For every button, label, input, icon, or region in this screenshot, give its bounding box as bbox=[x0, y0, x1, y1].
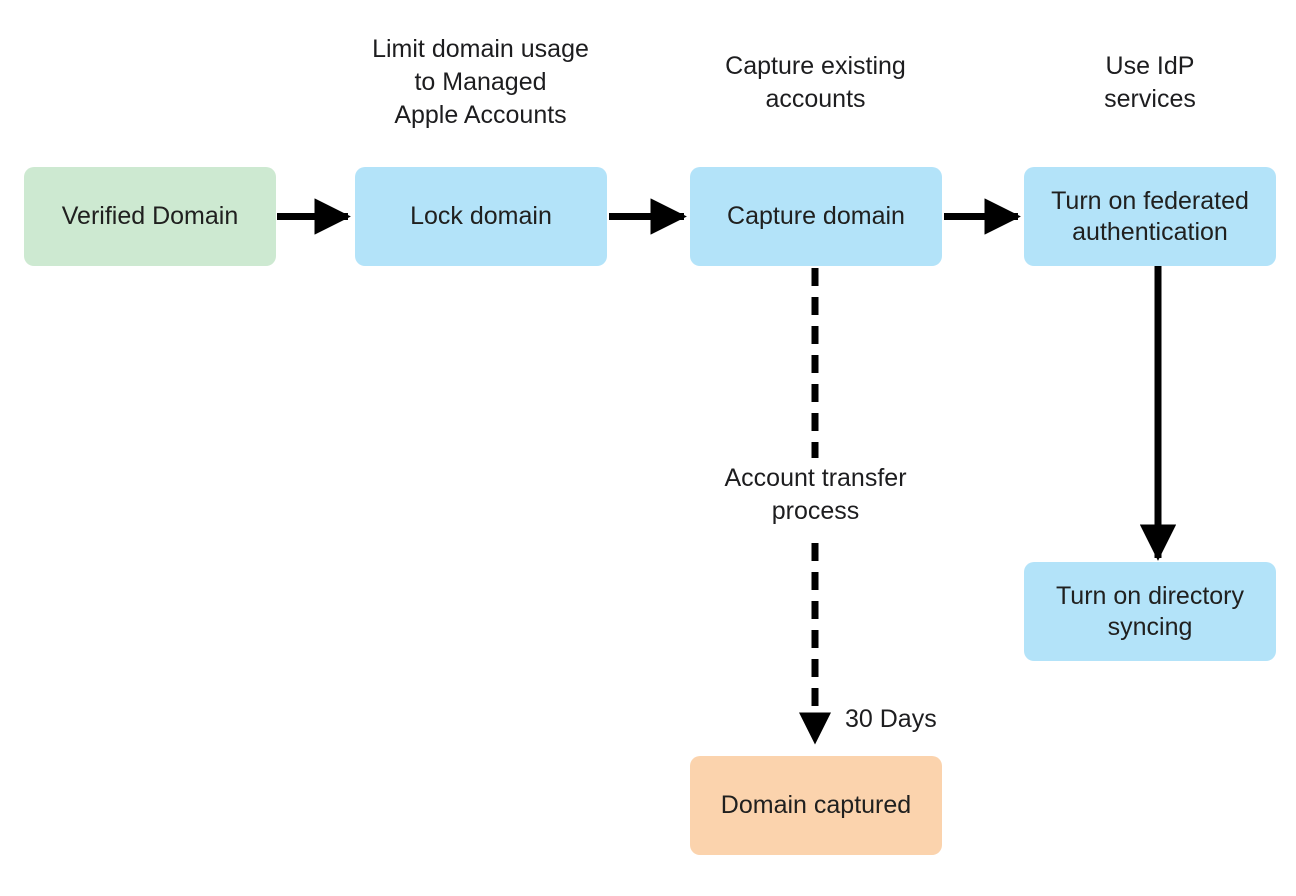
caption-capture-existing-accounts: Capture existing accounts bbox=[725, 52, 906, 113]
node-verified-domain[interactable]: Verified Domain bbox=[24, 167, 276, 266]
node-turn-on-directory-syncing[interactable]: Turn on directory syncing bbox=[1024, 562, 1276, 661]
edge-label-30-days: 30 Days bbox=[845, 705, 937, 733]
edge-label-account-transfer-process: Account transfer process bbox=[724, 464, 907, 525]
node-lock-domain[interactable]: Lock domain bbox=[355, 167, 607, 266]
node-domain-captured[interactable]: Domain captured bbox=[690, 756, 942, 855]
node-capture-domain[interactable]: Capture domain bbox=[690, 167, 942, 266]
caption-use-idp-services: Use IdP services bbox=[1104, 52, 1196, 113]
caption-limit-domain-usage: Limit domain usage to Managed Apple Acco… bbox=[372, 35, 589, 129]
node-turn-on-federated-authentication[interactable]: Turn on federated authentication bbox=[1024, 167, 1276, 266]
